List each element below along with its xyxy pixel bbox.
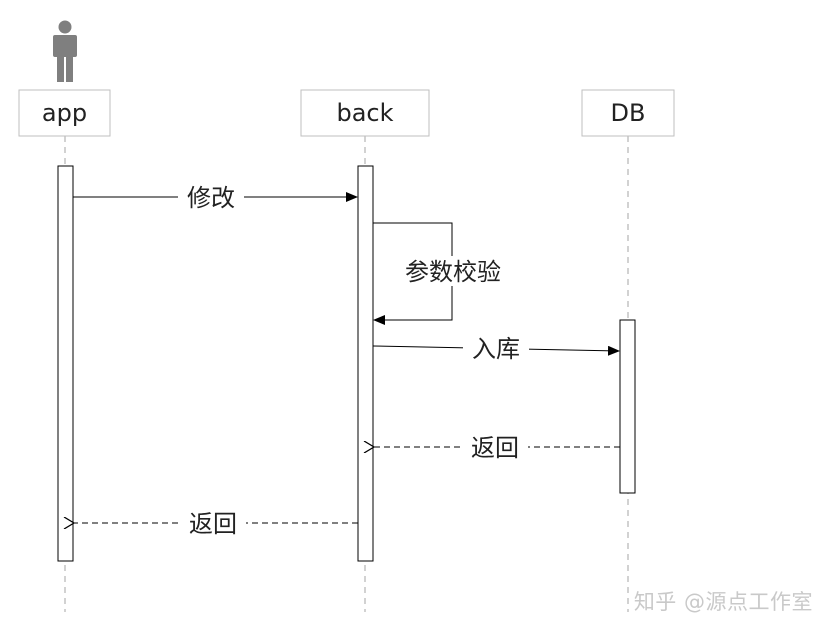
message-store: 入库 [372,334,620,363]
activation-app [57,165,74,562]
participant-db: DB [581,89,675,137]
watermark: 知乎 @源点工作室 [633,590,813,614]
message-return-db: 返回 [374,433,620,462]
participant-back: back [300,89,430,137]
message-validate: 参数校验 [373,222,514,325]
participant-back-label: back [336,99,393,127]
message-modify-label: 修改 [187,184,235,212]
message-return-db-label: 返回 [471,434,519,462]
activation-back [357,165,374,562]
message-modify: 修改 [73,183,358,212]
message-return-app-label: 返回 [189,510,237,538]
activation-db [619,319,636,494]
participant-app: app [18,89,111,137]
message-return-app: 返回 [74,509,358,538]
actor-person-icon [53,20,77,82]
message-validate-label: 参数校验 [405,258,501,286]
participant-db-label: DB [611,99,646,127]
message-store-label: 入库 [472,335,520,363]
participant-app-label: app [42,99,87,127]
